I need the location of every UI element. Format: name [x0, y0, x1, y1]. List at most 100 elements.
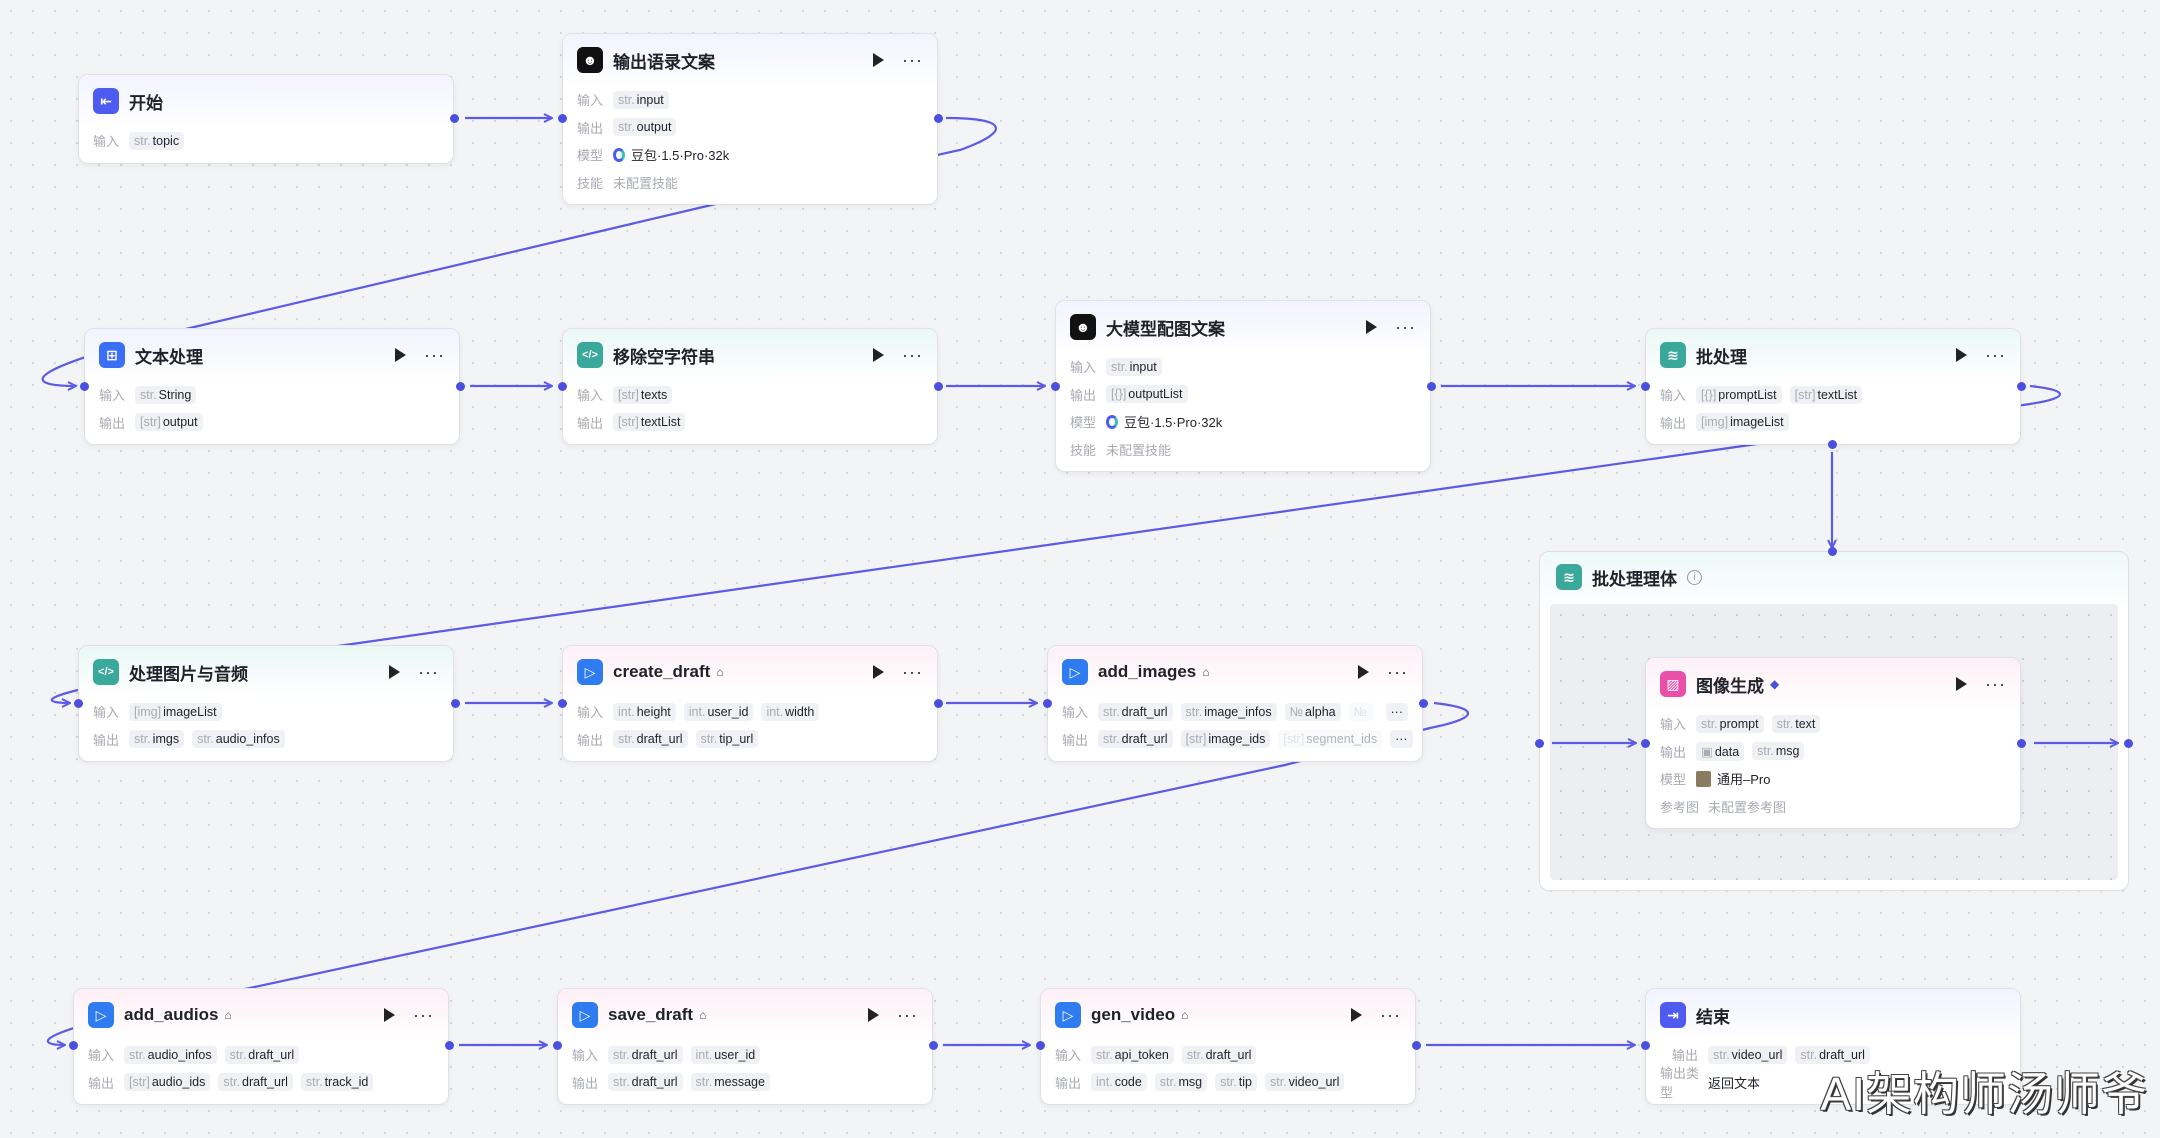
run-icon[interactable] — [1956, 348, 1968, 362]
port-handle[interactable] — [933, 381, 943, 391]
info-icon[interactable]: i — [1687, 569, 1702, 585]
port-handle[interactable] — [68, 1040, 78, 1050]
param-name: topic — [152, 133, 180, 148]
port-handle[interactable] — [552, 1040, 562, 1050]
port-handle[interactable] — [933, 698, 943, 708]
param-type: str. — [305, 1075, 323, 1090]
run-icon[interactable] — [384, 1008, 396, 1022]
more-icon[interactable]: ··· — [418, 662, 439, 682]
run-icon[interactable] — [389, 665, 401, 679]
run-icon[interactable] — [873, 665, 885, 679]
batch-body-title: 批处理理体 — [1592, 569, 1677, 589]
param-tag: str.prompt — [1696, 714, 1764, 733]
more-icon[interactable]: ··· — [1985, 674, 2006, 694]
row-label: 模型 — [1070, 415, 1097, 431]
param-type: int. — [695, 1047, 713, 1062]
more-icon[interactable]: ··· — [424, 345, 445, 365]
param-type: str. — [695, 1075, 713, 1090]
more-params-button[interactable]: ··· — [1390, 730, 1413, 749]
port-handle[interactable] — [1534, 738, 1544, 748]
param-type: str. — [1220, 1075, 1237, 1090]
row-value: 未配置技能 — [1106, 442, 1172, 458]
port-handle[interactable] — [2016, 738, 2026, 748]
run-icon[interactable] — [868, 1008, 880, 1022]
port-handle[interactable] — [1050, 381, 1060, 391]
param-name: draft_url — [1121, 732, 1168, 747]
param-tag: str.topic — [129, 131, 185, 150]
node-title: add_audios — [124, 1005, 219, 1024]
node-row: 模型通用–Pro — [1646, 765, 2020, 793]
model-logo-icon — [613, 147, 625, 162]
port-handle[interactable] — [450, 698, 460, 708]
more-icon[interactable]: ··· — [1395, 317, 1416, 337]
run-icon[interactable] — [873, 348, 885, 362]
port-handle[interactable] — [1411, 1040, 1421, 1050]
port-handle[interactable] — [933, 113, 943, 123]
port-handle[interactable] — [449, 113, 459, 123]
port-handle[interactable] — [79, 381, 89, 391]
run-icon[interactable] — [395, 348, 407, 362]
port-handle[interactable] — [2123, 738, 2133, 748]
run-icon[interactable] — [1366, 320, 1378, 334]
more-icon[interactable]: ··· — [1380, 1005, 1401, 1025]
param-tag: str.audio_infos — [124, 1045, 217, 1064]
param-type: str. — [134, 732, 151, 747]
port-handle[interactable] — [455, 381, 465, 391]
row-label: 输出 — [99, 415, 126, 431]
port-handle[interactable] — [1827, 546, 1837, 556]
port-handle[interactable] — [557, 698, 567, 708]
row-label: 输入 — [577, 705, 604, 721]
row-label: 输出 — [577, 120, 604, 136]
port-handle[interactable] — [1640, 381, 1650, 391]
node-header: ⇥结束 — [1646, 989, 2020, 1041]
port-handle[interactable] — [1418, 698, 1428, 708]
more-params-button[interactable]: ··· — [1385, 702, 1408, 721]
port-handle[interactable] — [1035, 1040, 1045, 1050]
port-handle[interactable] — [557, 381, 567, 391]
run-icon[interactable] — [1358, 665, 1370, 679]
port-handle[interactable] — [557, 113, 567, 123]
port-handle[interactable] — [73, 698, 83, 708]
more-icon[interactable]: ··· — [902, 50, 923, 70]
port-handle[interactable] — [1426, 381, 1436, 391]
port-handle[interactable] — [1042, 698, 1052, 708]
port-handle[interactable] — [928, 1040, 938, 1050]
run-icon[interactable] — [873, 53, 885, 67]
more-icon[interactable]: ··· — [1985, 345, 2006, 365]
more-icon[interactable]: ··· — [413, 1005, 434, 1025]
more-icon[interactable]: ··· — [897, 1005, 918, 1025]
row-label: 模型 — [1660, 772, 1687, 788]
node-actions: ··· — [873, 345, 923, 365]
more-icon[interactable]: ··· — [1387, 662, 1408, 682]
param-type: [{}] — [1701, 387, 1717, 402]
port-handle[interactable] — [444, 1040, 454, 1050]
more-icon[interactable]: ··· — [902, 662, 923, 682]
param-tag: [str]textList — [613, 413, 686, 432]
more-icon[interactable]: ··· — [902, 345, 923, 365]
port-handle[interactable] — [1640, 738, 1650, 748]
port-handle[interactable] — [1640, 1040, 1650, 1050]
port-handle[interactable] — [2016, 381, 2026, 391]
row-label: 输出 — [1070, 387, 1097, 403]
run-icon[interactable] — [1351, 1008, 1363, 1022]
run-icon[interactable] — [1956, 677, 1968, 691]
port-handle[interactable] — [1827, 439, 1837, 449]
